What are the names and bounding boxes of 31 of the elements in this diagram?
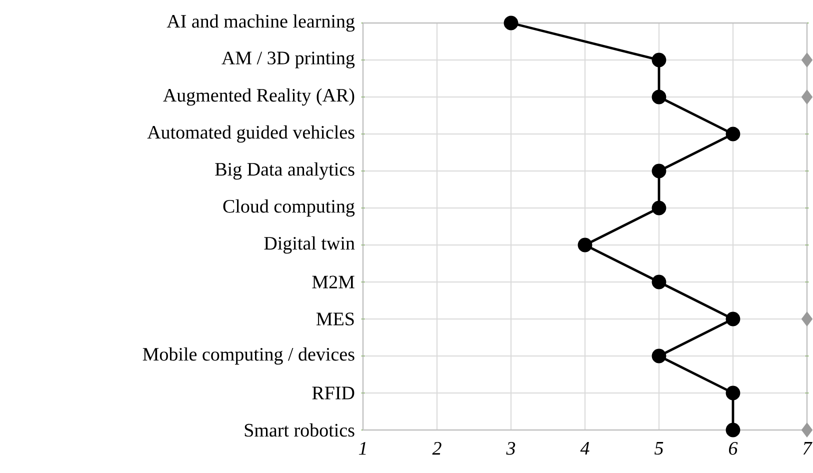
point bbox=[652, 164, 666, 178]
y-tick-label: M2M bbox=[312, 276, 354, 288]
y-tick-label: Cloud computing bbox=[223, 199, 355, 217]
y-tick-label: Mobile computing / devices bbox=[142, 347, 354, 365]
point bbox=[652, 348, 666, 364]
x-tick-label: 3 bbox=[506, 442, 516, 455]
y-tick-label: AM / 3D printing bbox=[222, 52, 355, 68]
y-tick-label: MES bbox=[316, 312, 354, 326]
point bbox=[652, 200, 666, 216]
y-tick-label: Automated guided vehicles bbox=[147, 125, 354, 143]
point bbox=[578, 238, 592, 252]
y-tick-label: RFID bbox=[312, 386, 354, 400]
y-tick-label: Smart robotics bbox=[244, 423, 354, 437]
point bbox=[726, 126, 740, 142]
point bbox=[504, 16, 518, 30]
x-tick-label: 1 bbox=[358, 442, 366, 455]
point bbox=[726, 386, 740, 400]
x-tick-label: 7 bbox=[803, 442, 812, 454]
y-tick-label: Augmented Reality (AR) bbox=[163, 88, 354, 106]
point bbox=[726, 312, 740, 326]
y-tick-label: AI and machine learning bbox=[166, 14, 355, 32]
x-tick-label: 5 bbox=[654, 442, 664, 455]
point bbox=[726, 422, 740, 438]
x-tick-label: 4 bbox=[580, 442, 590, 455]
y-tick-label: Big Data analytics bbox=[215, 162, 354, 180]
x-tick-label: 2 bbox=[432, 442, 442, 455]
point bbox=[652, 90, 666, 104]
point bbox=[652, 274, 666, 290]
y-tick-label: Digital twin bbox=[264, 236, 355, 254]
x-tick-label: 6 bbox=[729, 442, 738, 455]
point bbox=[652, 52, 666, 68]
